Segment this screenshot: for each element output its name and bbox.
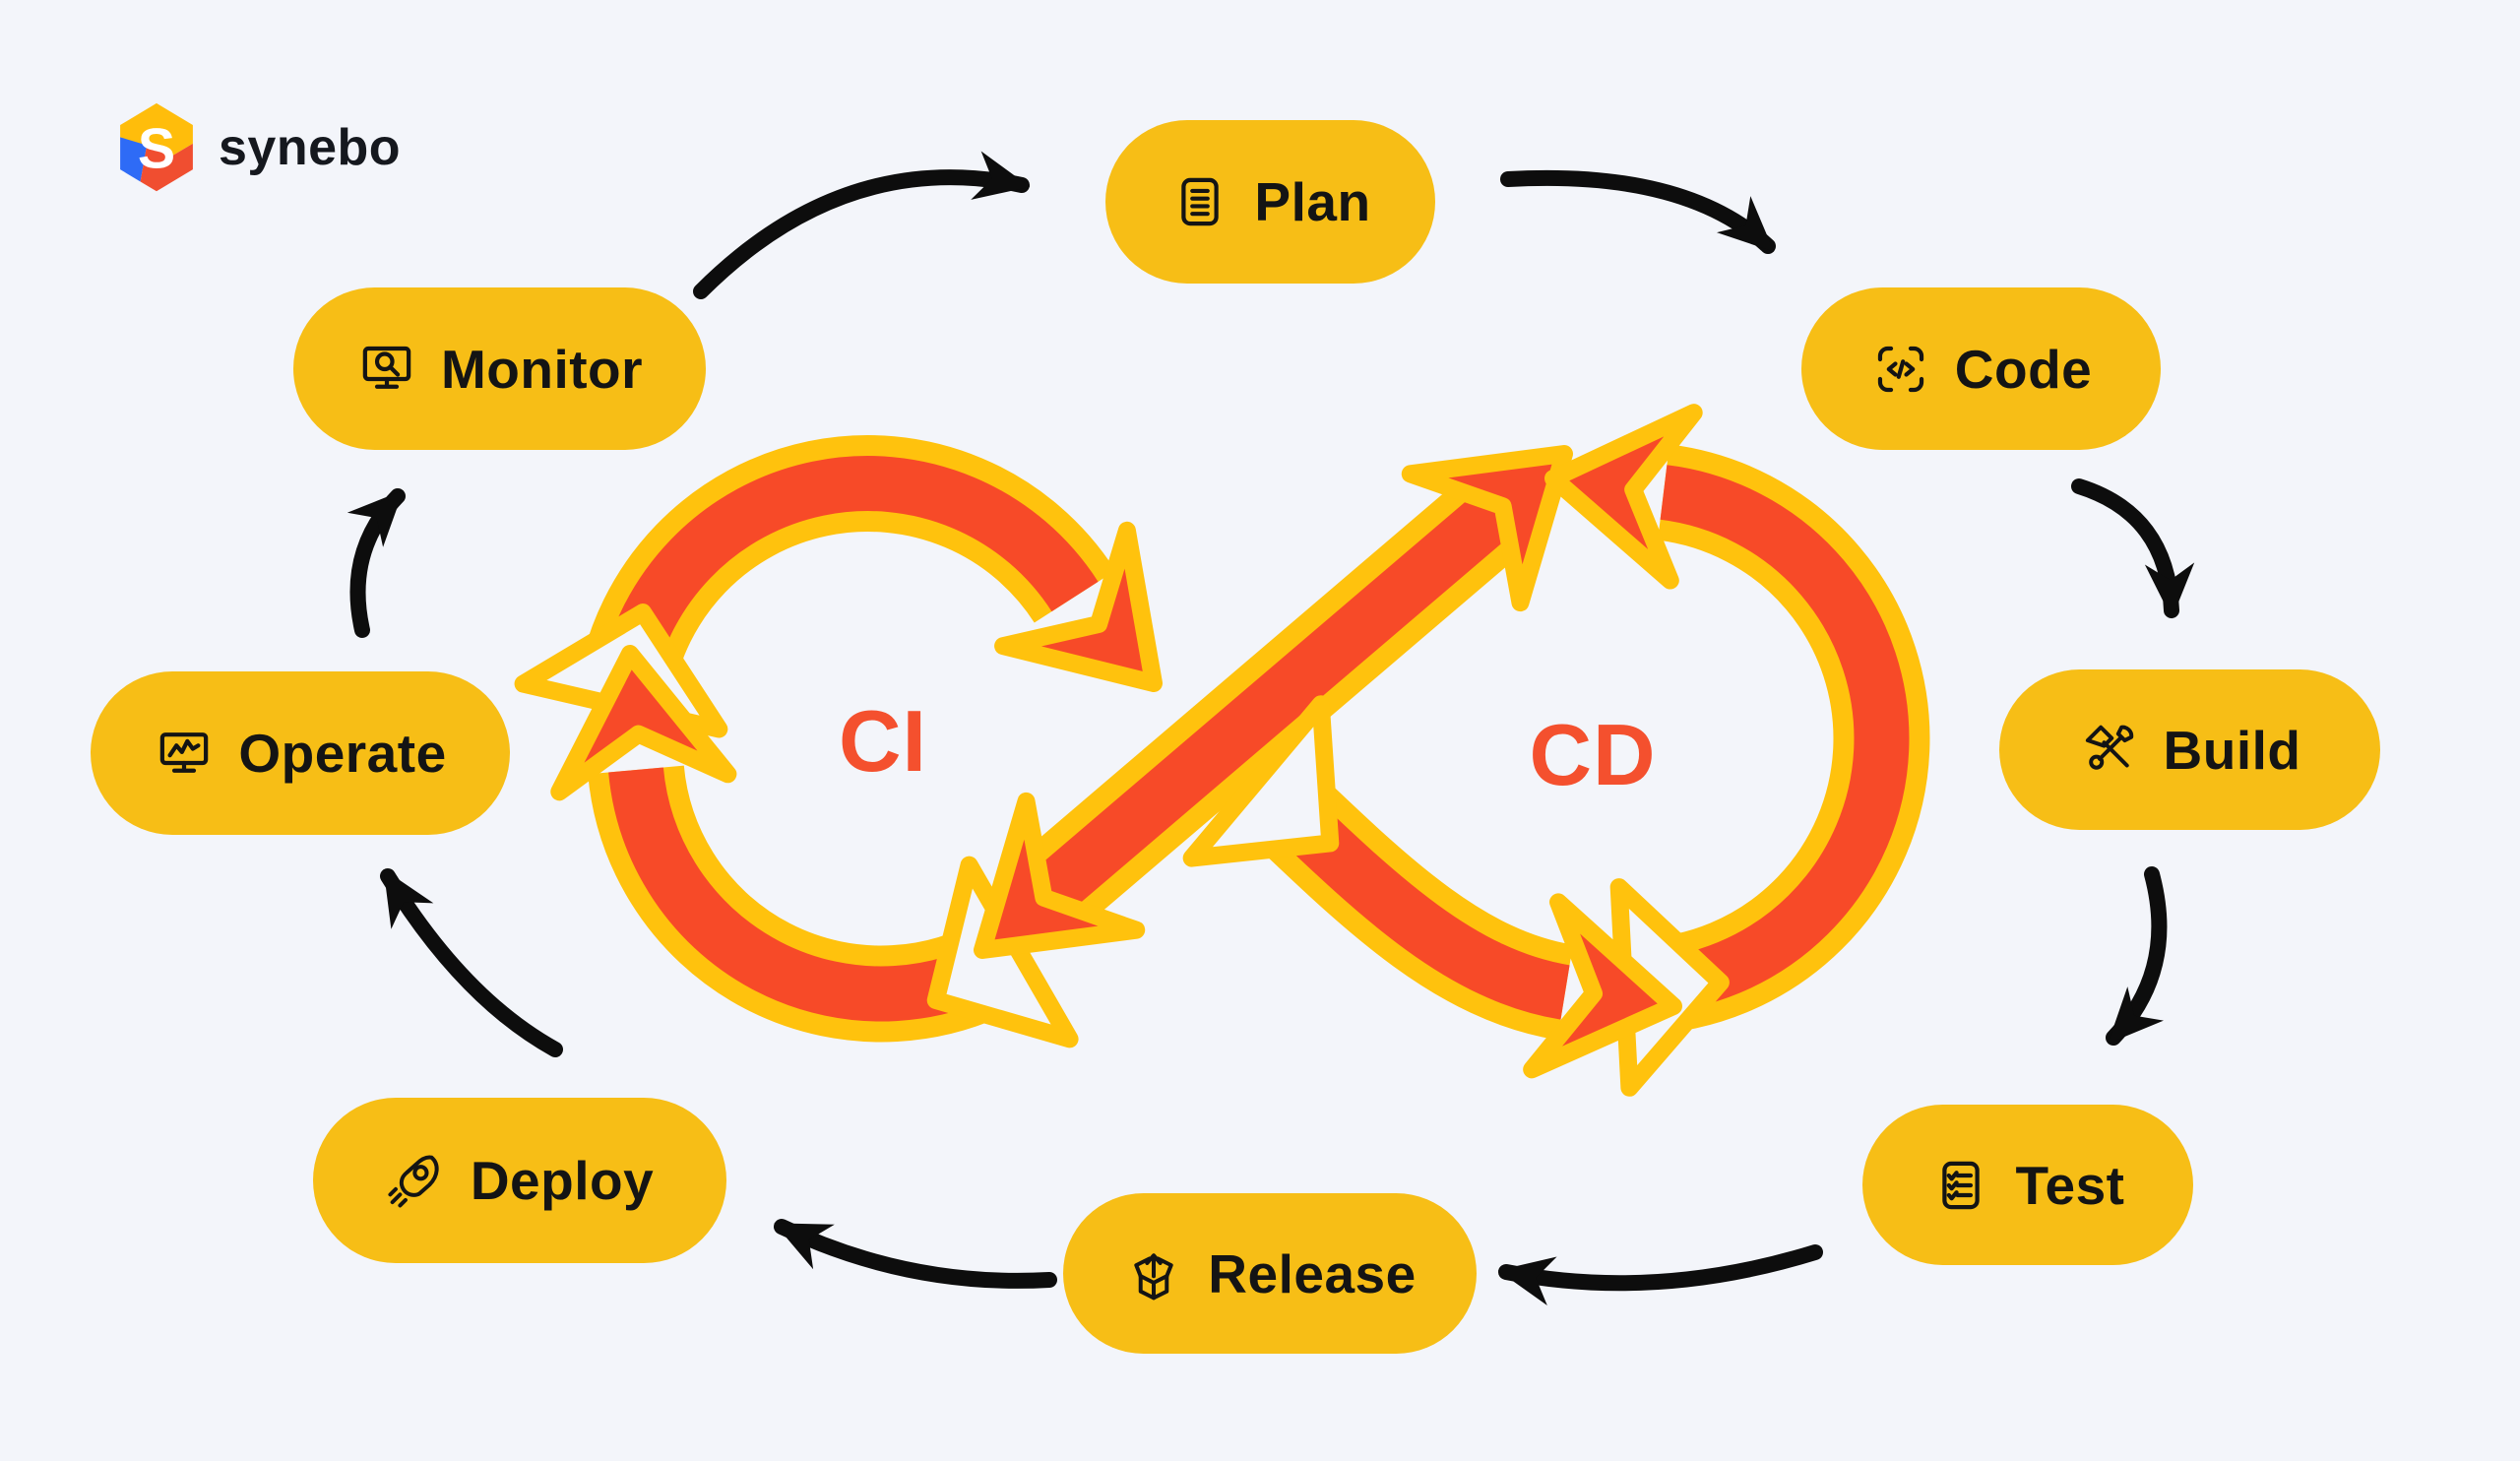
- stage-pill-monitor: Monitor: [293, 287, 706, 450]
- flow-arrow-operate-monitor: [346, 488, 406, 638]
- synebo-logo-icon: S: [120, 102, 193, 192]
- ci-label: CI: [839, 692, 927, 790]
- hammer-wrench-icon: [2079, 720, 2140, 781]
- ribbon-core: [598, 456, 1910, 1022]
- flow-arrow-monitor-plan: [693, 151, 1031, 299]
- svg-text:S: S: [138, 118, 175, 181]
- stage-label: Code: [1954, 338, 2093, 400]
- flow-arrow-build-test: [2106, 866, 2168, 1046]
- stage-pill-test: Test: [1862, 1105, 2193, 1265]
- stage-flow-arrows: [346, 151, 2195, 1305]
- stage-label: Release: [1208, 1242, 1417, 1304]
- flow-arrow-deploy-operate: [380, 868, 563, 1057]
- flow-arrow-code-build: [2071, 478, 2195, 619]
- stage-pill-release: Release: [1063, 1193, 1477, 1354]
- cd-label: CD: [1529, 706, 1657, 803]
- synebo-logo-text: synebo: [219, 119, 402, 176]
- flow-arrow-release-deploy: [774, 1219, 1057, 1289]
- stage-label: Deploy: [470, 1150, 655, 1211]
- synebo-logo: S synebo: [116, 102, 401, 193]
- ribbon-arrowheads: [550, 404, 1703, 1079]
- flow-arrow-plan-code: [1500, 169, 1776, 254]
- stage-pill-deploy: Deploy: [313, 1098, 726, 1263]
- stage-label: Build: [2163, 719, 2301, 781]
- stage-label: Test: [2015, 1154, 2125, 1216]
- rocket-icon: [386, 1150, 447, 1211]
- document-lines-icon: [1169, 171, 1230, 232]
- stage-label: Plan: [1254, 171, 1371, 232]
- monitor-chart-icon: [154, 723, 215, 784]
- stage-pill-plan: Plan: [1105, 120, 1435, 284]
- package-up-icon: [1123, 1243, 1184, 1304]
- stage-pill-code: Code: [1801, 287, 2161, 450]
- stage-pill-build: Build: [1999, 669, 2380, 830]
- stage-label: Operate: [238, 723, 447, 784]
- stage-label: Monitor: [440, 338, 644, 400]
- stage-pill-operate: Operate: [91, 671, 510, 835]
- monitor-search-icon: [356, 339, 417, 400]
- flow-arrow-test-release: [1497, 1244, 1823, 1305]
- code-brackets-icon: [1870, 339, 1931, 400]
- checklist-icon: [1930, 1155, 1991, 1216]
